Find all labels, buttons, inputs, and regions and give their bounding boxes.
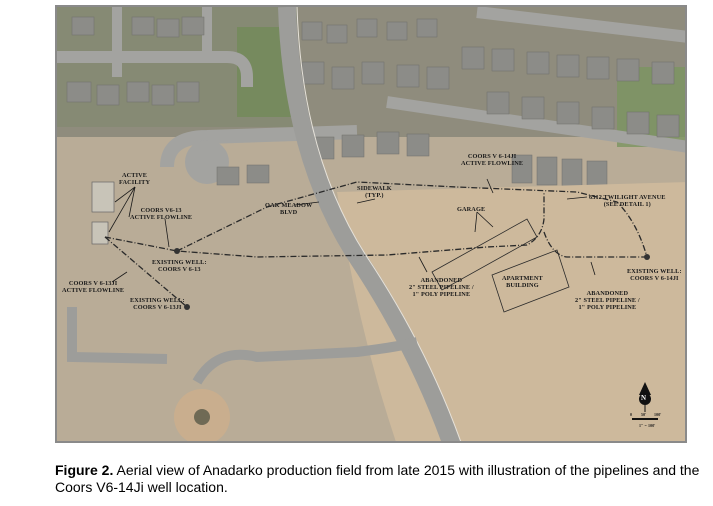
scale-tick-50: 50' xyxy=(641,412,647,417)
label-existing-well-6-14ji: EXISTING WELL:COORS V 6-14JI xyxy=(627,268,682,282)
label-sidewalk: SIDEWALK(TYP.) xyxy=(357,185,392,199)
label-existing-well-6-13ji: EXISTING WELL:COORS V 6-13JI xyxy=(130,297,185,311)
scale-note: 1" = 100' xyxy=(639,423,656,428)
figure-number: Figure 2. xyxy=(55,462,114,478)
figure-caption: Figure 2. Aerial view of Anadarko produc… xyxy=(55,462,705,496)
label-twilight-avenue: 6312 TWILIGHT AVENUE(SEE DETAIL 1) xyxy=(589,194,666,208)
north-arrow-icon xyxy=(632,382,658,420)
north-letter: N xyxy=(641,394,647,402)
label-existing-well-6-13: EXISTING WELL:COORS V 6-13 xyxy=(152,259,207,273)
scale-tick-0: 0 xyxy=(630,412,633,417)
aerial-photo xyxy=(57,7,685,441)
scale-tick-100: 100' xyxy=(654,412,662,417)
figure-caption-text: Aerial view of Anadarko production field… xyxy=(55,462,700,495)
label-garage: GARAGE xyxy=(457,206,486,213)
